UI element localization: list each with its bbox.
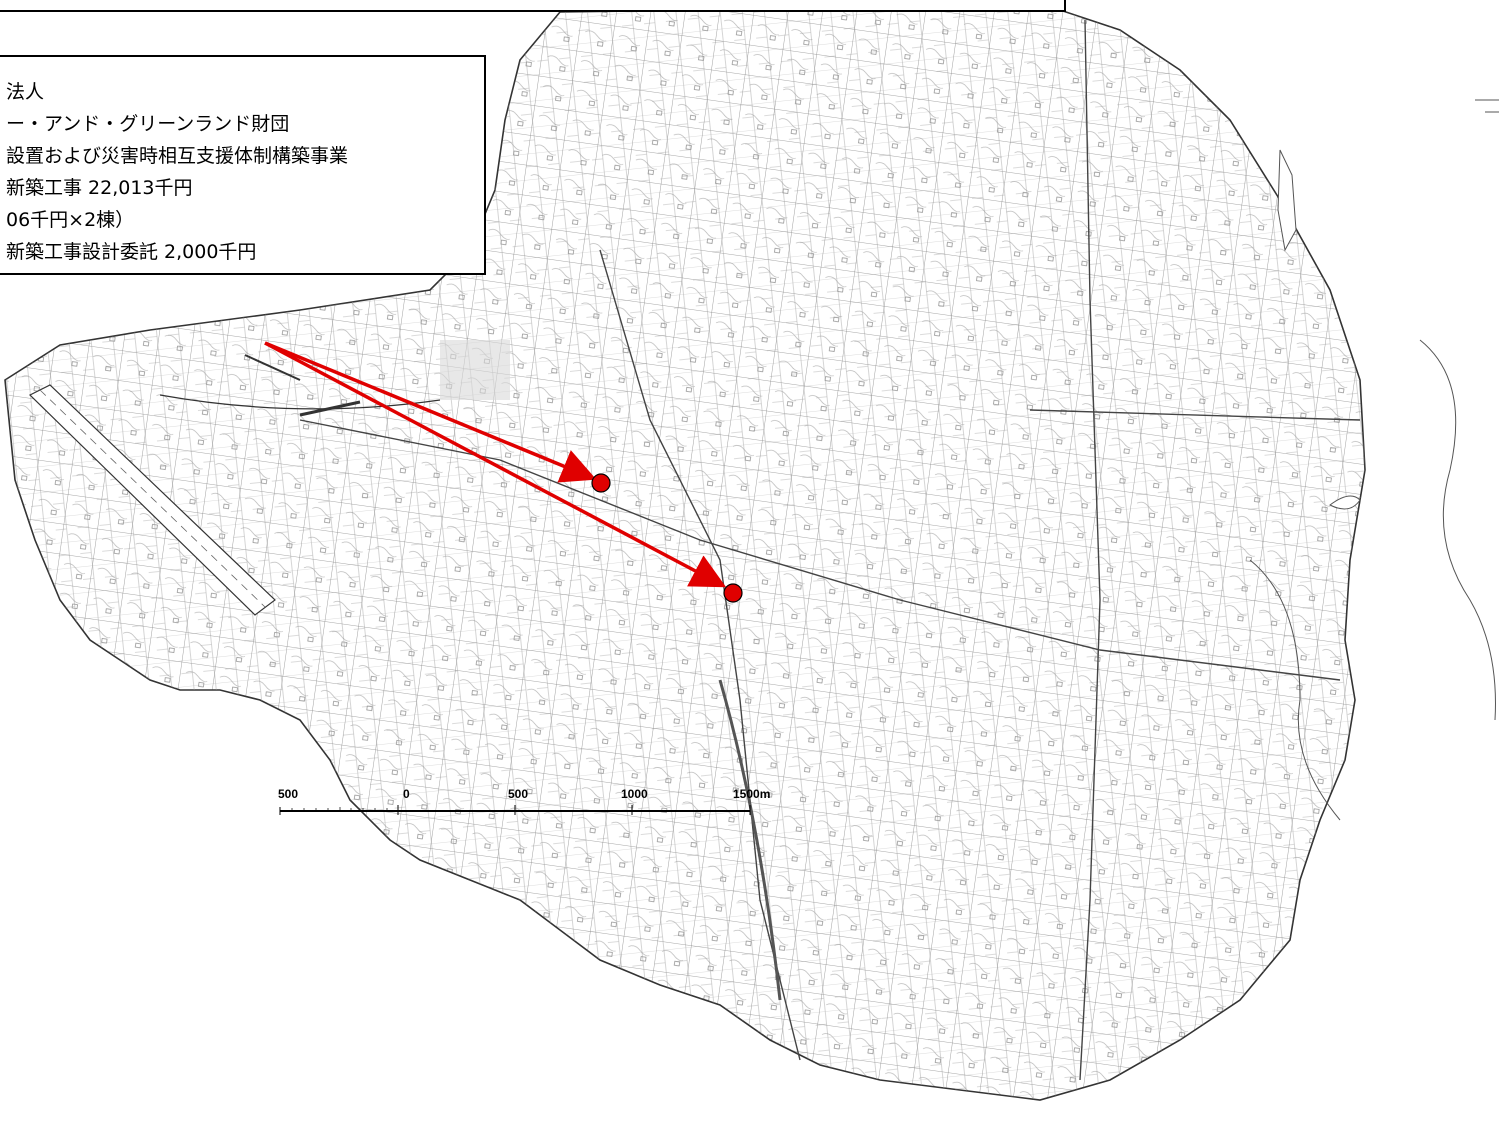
info-line-construction-cost: 新築工事 22,013千円: [6, 177, 193, 199]
site-marker-2[interactable]: [723, 583, 743, 603]
scale-label-500-left: 500: [278, 787, 299, 801]
scale-label-0: 0: [403, 787, 410, 801]
scale-label-1000: 1000: [621, 787, 648, 801]
site-marker-1[interactable]: [591, 473, 611, 493]
arrows: [264, 341, 727, 588]
info-line-design-cost: 新築工事設計委託 2,000千円: [6, 241, 257, 263]
info-line-unit-cost: 06千円×2棟）: [6, 209, 135, 231]
info-line-project-name: 設置および災害時相互支援体制構築事業: [6, 145, 349, 167]
info-line-foundation-name: ー・アンド・グリーンランド財団: [6, 113, 290, 135]
scale-label-500: 500: [508, 787, 529, 801]
project-info-box: 法人 ー・アンド・グリーンランド財団 設置および災害時相互支援体制構築事業 新築…: [0, 55, 486, 275]
top-frame: [0, 0, 1066, 12]
site-markers: [591, 473, 743, 603]
info-line-organization-type: 法人: [6, 81, 45, 103]
arrow-to-site-1: [264, 341, 597, 483]
harbour: [159, 340, 510, 417]
airport-runway: [28, 384, 276, 616]
scale-bar: [279, 805, 751, 815]
roads: [299, 19, 1361, 1081]
offshore-features: [1249, 99, 1499, 821]
arrow-to-site-2: [264, 341, 727, 588]
scale-label-1500m: 1500m: [733, 787, 771, 801]
